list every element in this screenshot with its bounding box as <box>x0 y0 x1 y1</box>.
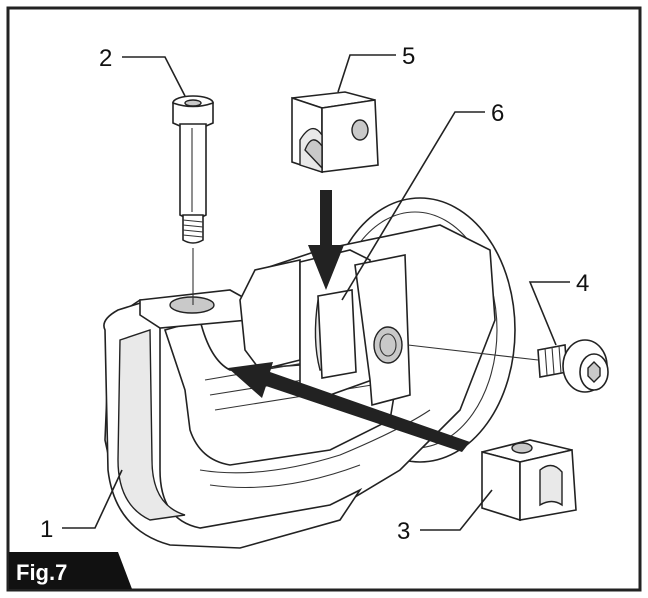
small-screw <box>407 339 609 393</box>
figure-label-tab: Fig.7 <box>9 552 132 589</box>
anvil-block <box>317 289 357 379</box>
callout-label-6: 6 <box>491 100 504 127</box>
insert-arrows <box>228 190 470 452</box>
socket-head-bolt <box>172 95 214 305</box>
callout-label-2: 2 <box>99 45 112 72</box>
figure-label: Fig.7 <box>16 560 67 585</box>
upper-die-block <box>291 91 379 174</box>
callout-label-1: 1 <box>40 516 53 543</box>
lower-die-block <box>481 439 577 522</box>
callout-label-4: 4 <box>576 270 589 297</box>
callout-label-3: 3 <box>397 518 410 545</box>
callout-leaders <box>62 54 570 531</box>
callout-labels: 2 5 6 4 1 3 <box>40 43 589 545</box>
callout-label-5: 5 <box>402 43 415 70</box>
